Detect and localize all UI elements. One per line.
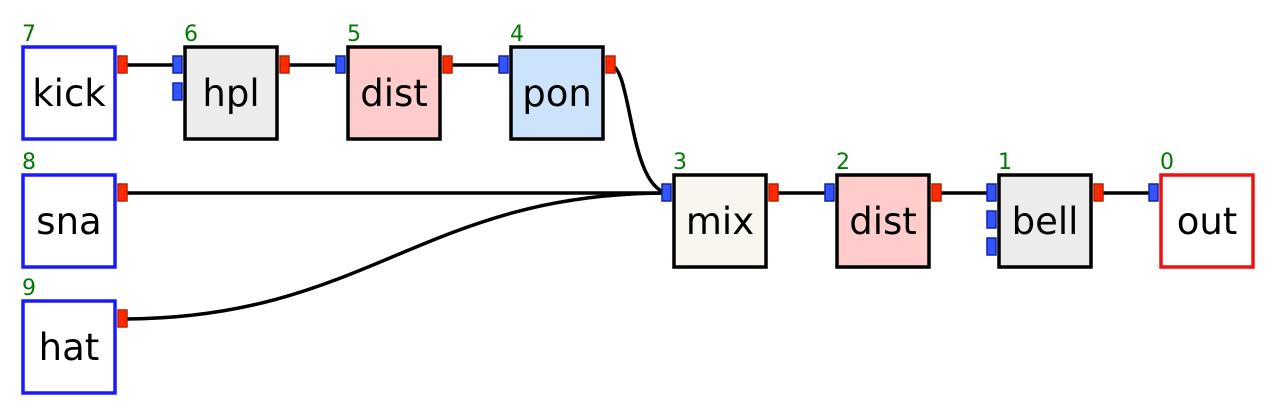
node-dist2-input-port-1[interactable] xyxy=(824,183,835,202)
node-mix-input-port-1[interactable] xyxy=(661,183,672,202)
node-dist1[interactable]: dist 5 xyxy=(335,22,453,141)
node-hat-output-port[interactable] xyxy=(117,309,128,328)
node-dist2-output-port[interactable] xyxy=(931,183,942,202)
node-out-box[interactable] xyxy=(1159,173,1255,269)
nodes-layer: kick7hpl6dist5pon4sna8hat9mix3dist2bell1… xyxy=(21,22,1255,395)
node-mix[interactable]: mix 3 xyxy=(661,150,779,269)
node-out-input-port-1[interactable] xyxy=(1148,183,1159,202)
node-pon-index: 4 xyxy=(510,22,524,47)
node-dist1-input-port-1[interactable] xyxy=(335,55,346,74)
node-out-index: 0 xyxy=(1160,150,1174,175)
node-bell-index: 1 xyxy=(998,150,1012,175)
node-bell-input-port-1[interactable] xyxy=(986,183,997,202)
node-bell-box[interactable] xyxy=(997,173,1093,269)
node-dist2-label: dist xyxy=(849,200,917,243)
node-dist1-box[interactable] xyxy=(346,45,442,141)
node-sna-output-port[interactable] xyxy=(117,183,128,202)
node-mix-box[interactable] xyxy=(672,173,768,269)
node-kick-box[interactable] xyxy=(21,45,117,141)
node-out-label: out xyxy=(1177,200,1238,243)
node-pon[interactable]: pon 4 xyxy=(498,22,616,141)
node-hpl-label: hpl xyxy=(202,72,259,115)
node-dist1-label: dist xyxy=(360,72,428,115)
node-hat-label: hat xyxy=(39,326,100,369)
node-dist1-index: 5 xyxy=(347,22,361,47)
node-dist2[interactable]: dist 2 xyxy=(824,150,942,269)
node-hpl-index: 6 xyxy=(184,22,198,47)
node-bell-output-port[interactable] xyxy=(1093,183,1104,202)
node-bell-label: bell xyxy=(1012,200,1079,243)
node-pon-input-port-1[interactable] xyxy=(498,55,509,74)
node-bell-input-port-2[interactable] xyxy=(986,210,997,229)
node-hat-index: 9 xyxy=(22,276,36,301)
node-kick-output-port[interactable] xyxy=(117,55,128,74)
node-kick-label: kick xyxy=(32,72,106,115)
node-dist2-index: 2 xyxy=(836,150,850,175)
node-kick[interactable]: kick 7 xyxy=(21,22,128,141)
node-pon-output-port[interactable] xyxy=(605,55,616,74)
wire-pon-to-mix[interactable] xyxy=(609,63,668,195)
node-pon-box[interactable] xyxy=(509,45,605,141)
node-sna-box[interactable] xyxy=(21,173,117,269)
wire-hat-to-mix[interactable] xyxy=(121,191,668,321)
node-kick-index: 7 xyxy=(22,22,36,47)
node-bell-input-port-3[interactable] xyxy=(986,237,997,256)
node-hpl-box[interactable] xyxy=(183,45,279,141)
node-hpl-input-port-2[interactable] xyxy=(172,82,183,101)
wires-layer xyxy=(121,63,1154,321)
node-dist2-box[interactable] xyxy=(835,173,931,269)
node-dist1-output-port[interactable] xyxy=(442,55,453,74)
node-mix-index: 3 xyxy=(673,150,687,175)
node-hpl-input-port-1[interactable] xyxy=(172,55,183,74)
node-hat-box[interactable] xyxy=(21,299,117,395)
node-hpl-output-port[interactable] xyxy=(279,55,290,74)
node-sna-label: sna xyxy=(36,200,101,243)
node-sna-index: 8 xyxy=(22,150,36,175)
node-mix-label: mix xyxy=(686,200,754,243)
node-mix-output-port[interactable] xyxy=(768,183,779,202)
node-pon-label: pon xyxy=(522,72,592,115)
